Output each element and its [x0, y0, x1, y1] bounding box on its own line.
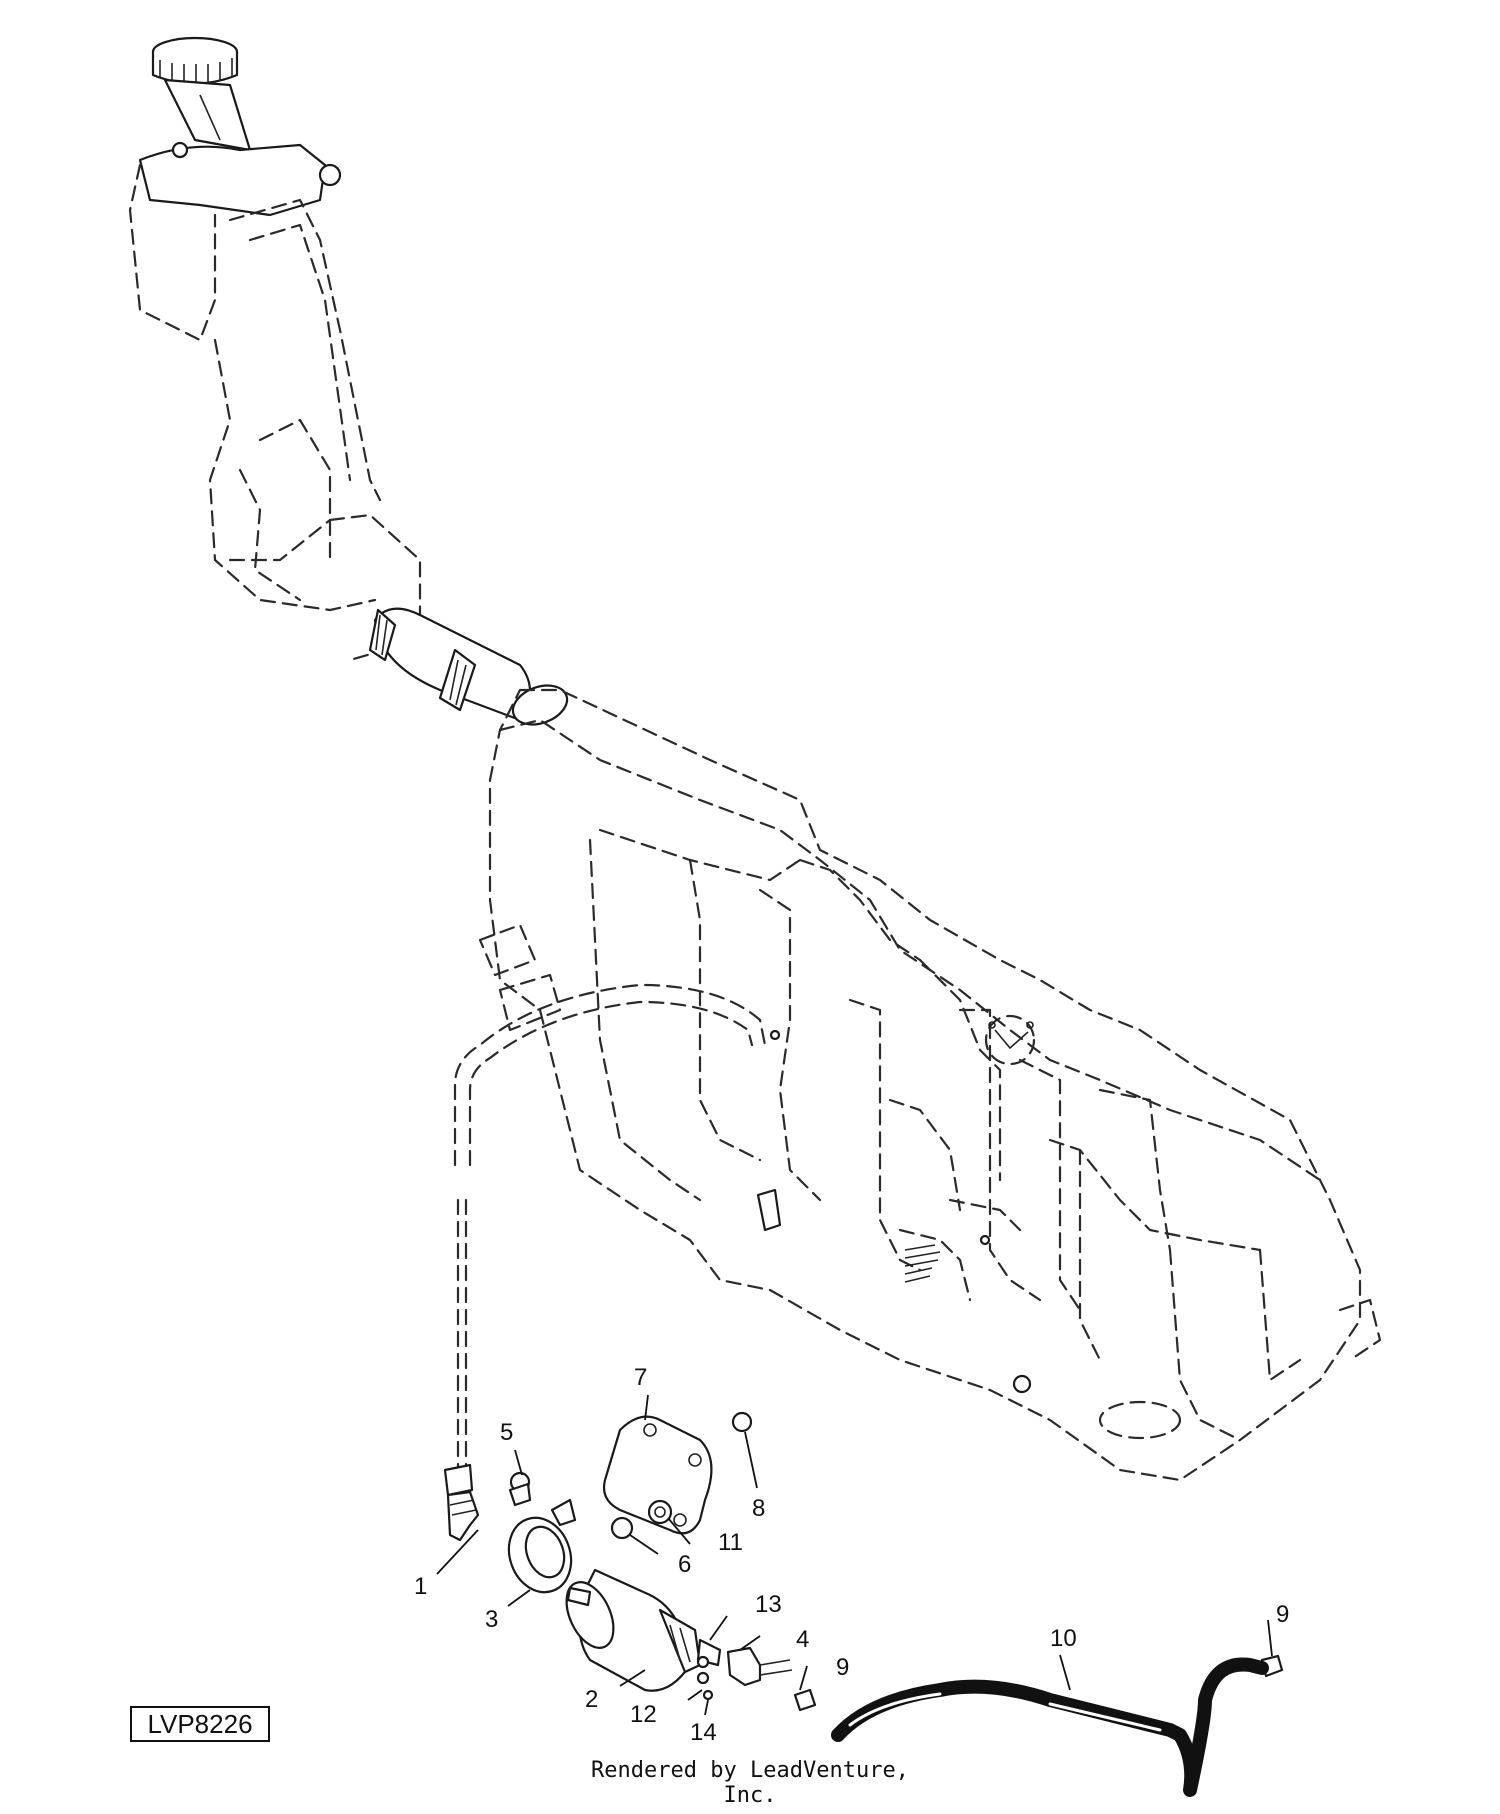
callout-13: 13	[755, 1591, 782, 1618]
fuel-hose-10	[831, 1657, 1269, 1797]
callout-6: 6	[678, 1551, 691, 1578]
callout-12: 12	[630, 1701, 657, 1728]
fuel-tube	[453, 983, 767, 1472]
callout-14: 14	[690, 1719, 717, 1746]
bracket-7	[602, 1415, 713, 1535]
callout-10: 10	[1050, 1625, 1077, 1652]
filler-hose	[368, 607, 569, 726]
render-credit: Rendered by LeadVenture, Inc.	[591, 1758, 909, 1808]
leader-lines	[436, 1394, 1273, 1716]
fitting-1	[443, 1463, 480, 1542]
callout-1: 1	[414, 1573, 427, 1600]
filler-neck-assembly	[128, 36, 422, 662]
callout-11: 11	[718, 1529, 743, 1556]
callout-8: 8	[752, 1495, 765, 1522]
clamp-3	[507, 1498, 577, 1594]
fuel-tank	[478, 688, 1382, 1482]
callout-labels: 1 2 3 4 5 6 7 8 9 9 10 11 12 13 14	[414, 1364, 1289, 1746]
callout-5: 5	[500, 1419, 513, 1446]
callout-9-left: 9	[836, 1654, 849, 1681]
callout-4: 4	[796, 1626, 809, 1653]
callout-3: 3	[485, 1606, 498, 1633]
callout-9-right: 9	[1276, 1601, 1289, 1628]
fuel-pump-2	[565, 1568, 722, 1692]
callout-2: 2	[585, 1686, 598, 1713]
callout-7: 7	[634, 1364, 647, 1391]
figure-code: LVP8226	[130, 1706, 270, 1742]
